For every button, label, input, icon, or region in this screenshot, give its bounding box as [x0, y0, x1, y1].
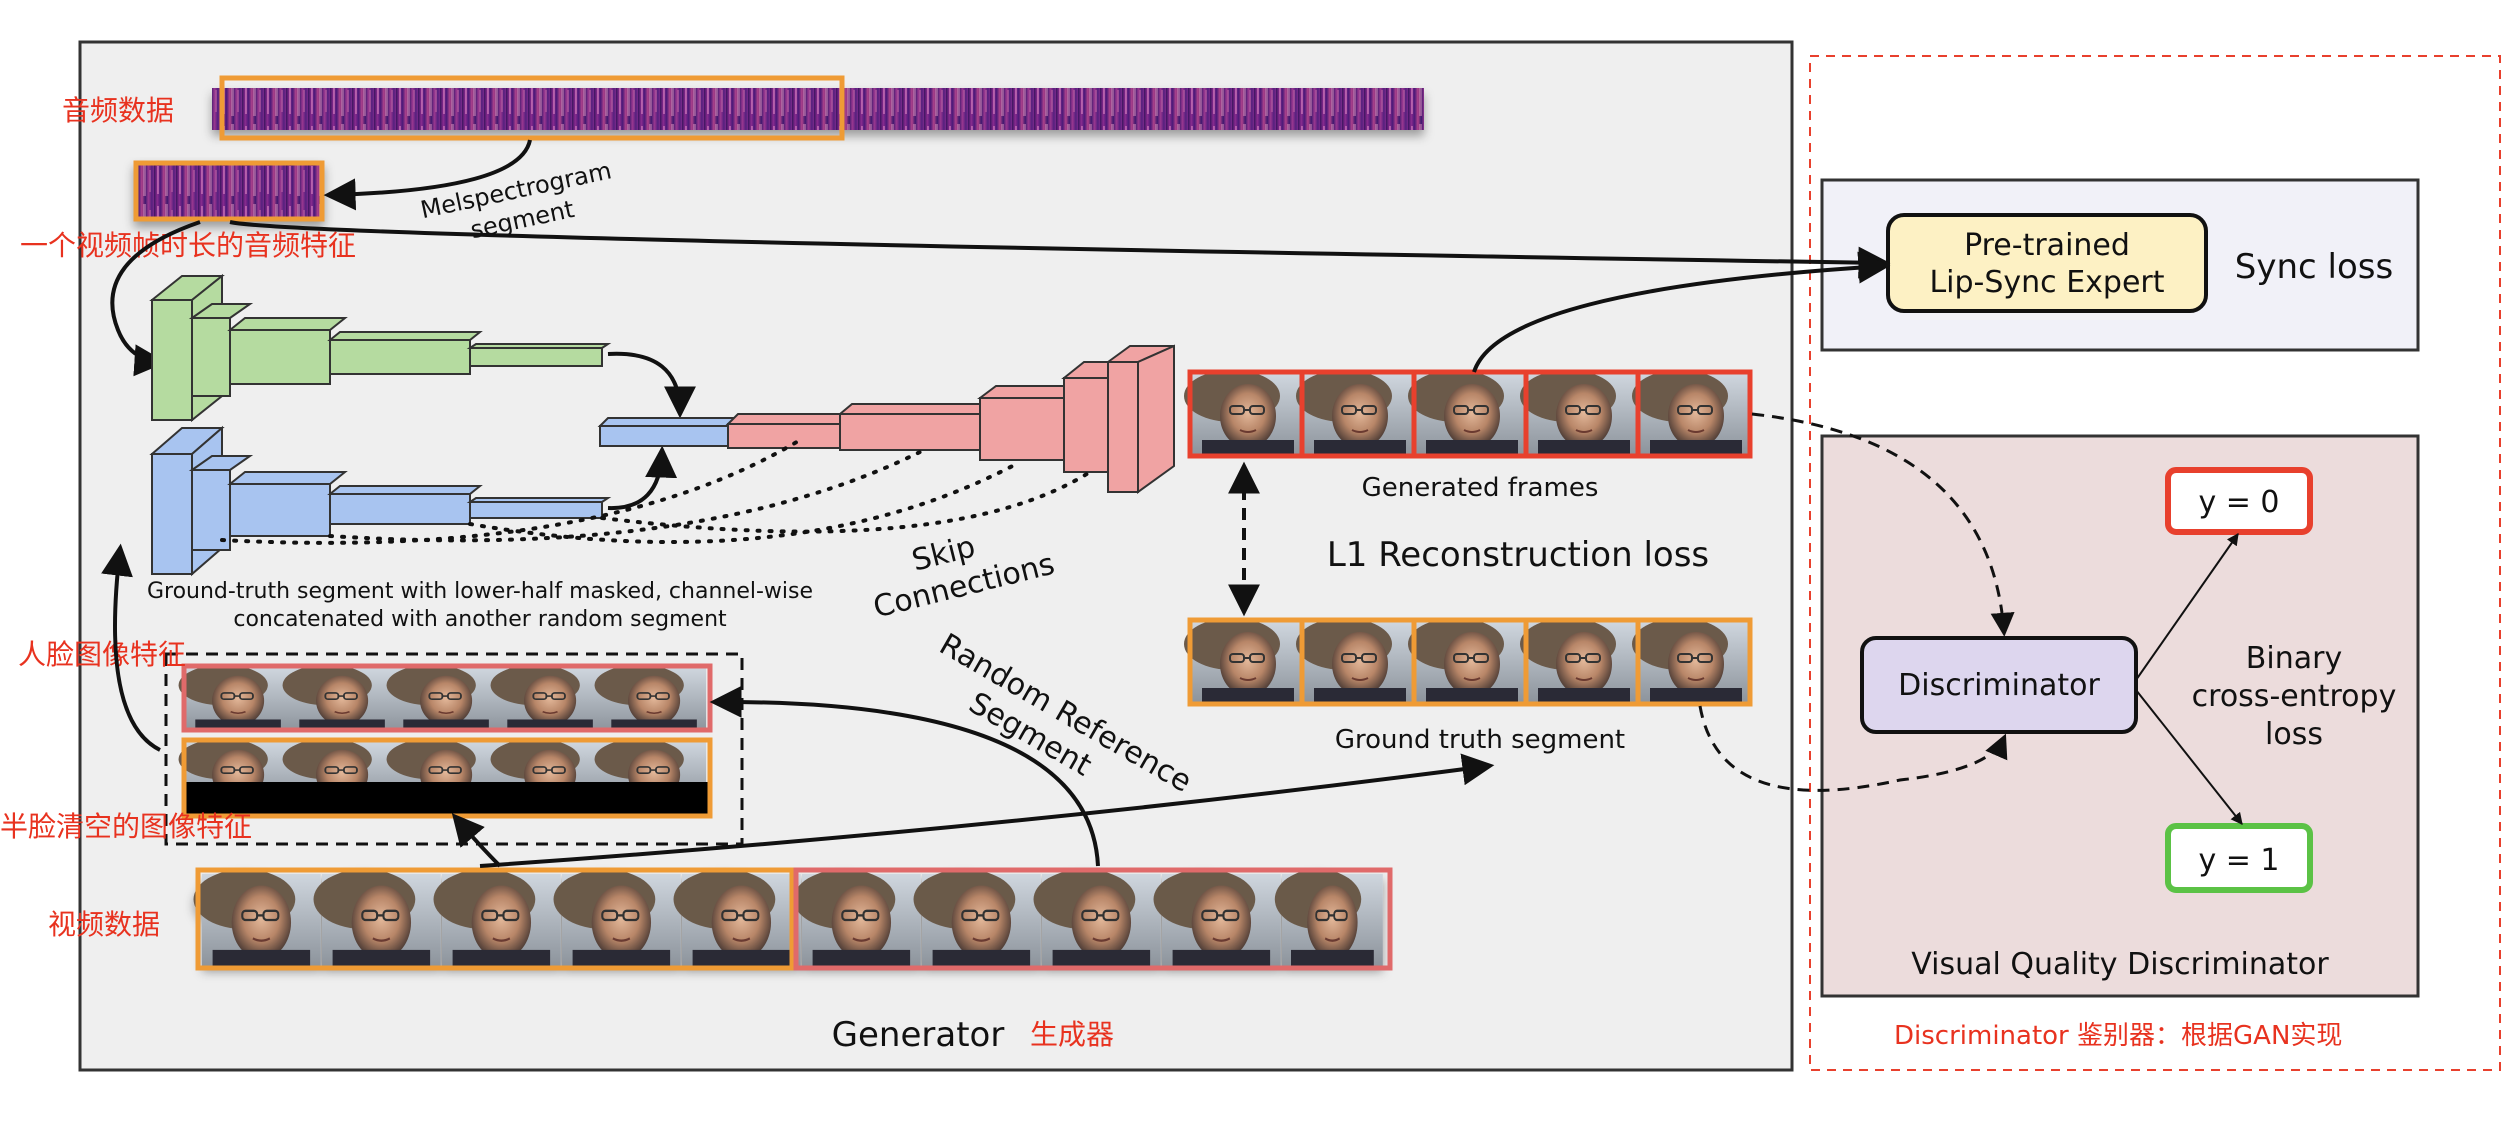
face-encoder	[149, 425, 612, 577]
audio-data-cn: 音频数据	[62, 94, 174, 127]
generator-title: Generator	[832, 1015, 1005, 1055]
audio-feature-cn: 一个视频帧时长的音频特征	[20, 229, 356, 262]
ground-truth-segment-label: Ground truth segment	[1335, 725, 1625, 755]
face-image-feature-cn: 人脸图像特征	[18, 638, 186, 671]
y1-label: y = 1	[2198, 843, 2279, 878]
y0-box	[2165, 467, 2313, 535]
video-data-strip	[192, 868, 1384, 968]
video-ref-window	[793, 867, 1393, 971]
l1-loss-label: L1 Reconstruction loss	[1327, 535, 1709, 575]
bce-line1: Binary	[2246, 641, 2342, 676]
discriminator-dashed-panel	[1809, 55, 2501, 1071]
masked-frames-row	[177, 737, 713, 819]
audio-encoder-to-bottleneck-arrow	[607, 351, 696, 419]
disc-to-y0-line	[2135, 533, 2239, 681]
input-stack-dashed-box	[164, 652, 744, 846]
video-data-cn: 视频数据	[48, 908, 160, 941]
bce-line2: cross-entropy	[2192, 679, 2397, 714]
generator-cn: 生成器	[1030, 1018, 1114, 1051]
ground-truth-frames	[1183, 617, 1753, 707]
gt-masked-caption-line2: concatenated with another random segment	[233, 607, 727, 632]
gt-masked-caption-line1: Ground-truth segment with lower-half mas…	[147, 579, 813, 604]
expert-label-line1: Pre-trained	[1964, 228, 2130, 263]
video-to-gt-segment-arrow	[479, 753, 1495, 868]
video-to-reference-arrow	[709, 685, 1100, 867]
disc-to-y1-line	[2135, 689, 2243, 825]
generated-frames-label: Generated frames	[1362, 473, 1599, 503]
discriminator-label: Discriminator	[1898, 668, 2100, 703]
bottleneck	[597, 417, 739, 447]
half-face-cleared-cn: 半脸清空的图像特征	[0, 810, 252, 843]
mel-to-audio-encoder-arrow	[110, 220, 201, 377]
generated-to-expert-arrow	[1472, 251, 1891, 373]
reference-frames-row	[177, 663, 713, 733]
sync-loss-label: Sync loss	[2235, 247, 2393, 287]
face-decoder	[725, 344, 1175, 494]
y0-label: y = 0	[2198, 485, 2279, 520]
mel-to-expert-arrow	[229, 220, 1891, 279]
generated-frames	[1183, 369, 1753, 459]
expert-label-line2: Lip-Sync Expert	[1929, 265, 2164, 300]
bce-line3: loss	[2265, 717, 2323, 752]
video-to-masked-arrow	[451, 813, 502, 868]
audio-to-mel-arrow	[323, 139, 532, 211]
discriminator-box	[1860, 636, 2138, 734]
skip-connections	[220, 438, 1092, 545]
melspectrogram-segment	[133, 160, 325, 222]
input-to-face-encoder-arrow	[101, 543, 161, 752]
face-encoder-to-bottleneck-arrow	[607, 445, 678, 511]
audio-window-highlight	[219, 75, 845, 141]
video-gt-window	[195, 867, 795, 971]
vqd-title: Visual Quality Discriminator	[1911, 947, 2329, 982]
discriminator-cn-note: Discriminator 鉴别器：根据GAN实现	[1894, 1021, 2342, 1051]
gt-to-discriminator-arrow	[1698, 705, 2008, 792]
generated-to-discriminator-arrow	[1751, 412, 2015, 637]
audio-spectrogram	[212, 88, 1424, 130]
audio-encoder	[149, 273, 612, 423]
y1-box	[2165, 823, 2313, 893]
